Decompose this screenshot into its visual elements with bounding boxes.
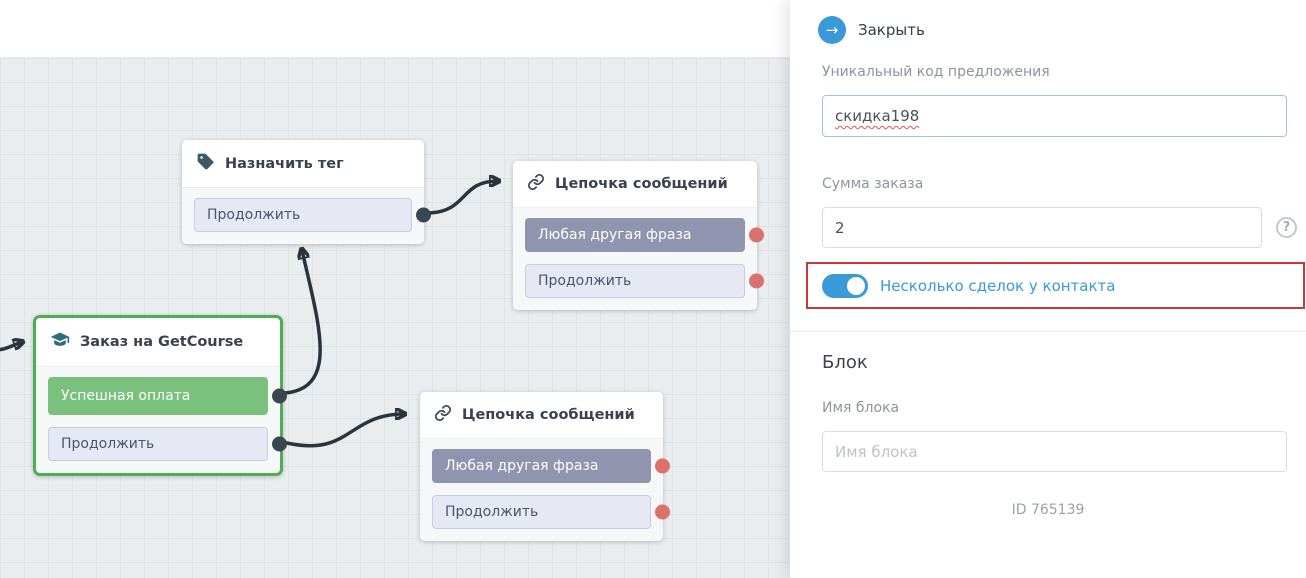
button-label: Продолжить — [538, 273, 632, 289]
node-title: Назначить тег — [225, 155, 344, 172]
multi-deals-toggle-row: Несколько сделок у контакта — [822, 274, 1115, 298]
node-body: Любая другая фраза Продолжить — [513, 207, 764, 310]
node-header: Заказ на GetCourse — [36, 318, 280, 366]
node-header: Цепочка сообщений — [420, 392, 663, 438]
node-action-continue[interactable]: Продолжить — [525, 264, 764, 298]
node-message-chain-bottom[interactable]: Цепочка сообщений Любая другая фраза Про… — [420, 392, 670, 541]
node-action-any-other-phrase[interactable]: Любая другая фраза — [525, 218, 764, 252]
output-port[interactable] — [272, 388, 287, 404]
multi-deals-label: Несколько сделок у контакта — [880, 277, 1116, 295]
button-label: Успешная оплата — [61, 388, 191, 404]
node-action-successful-payment[interactable]: Успешная оплата — [48, 377, 287, 415]
output-port[interactable] — [272, 436, 287, 452]
arrow-right-icon: → — [818, 16, 846, 44]
node-header: Цепочка сообщений — [513, 161, 757, 207]
link-icon — [434, 404, 452, 426]
node-getcourse-order[interactable]: Заказ на GetCourse Успешная оплата Продо… — [33, 315, 287, 476]
close-button[interactable]: → Закрыть — [818, 16, 925, 44]
output-port[interactable] — [749, 273, 764, 289]
block-name-label: Имя блока — [822, 400, 900, 416]
node-title: Заказ на GetCourse — [80, 334, 244, 350]
node-body: Продолжить — [182, 187, 431, 244]
tag-icon — [196, 152, 215, 175]
button-label: Продолжить — [61, 436, 155, 452]
section-divider — [790, 331, 1306, 332]
offer-code-value: скидка198 — [835, 107, 920, 125]
node-action-continue[interactable]: Продолжить — [194, 198, 431, 232]
close-label: Закрыть — [858, 21, 925, 39]
output-port[interactable] — [416, 207, 431, 223]
highlight-rect — [806, 262, 1305, 309]
node-action-continue[interactable]: Продолжить — [48, 427, 287, 461]
node-title: Цепочка сообщений — [462, 407, 635, 423]
node-assign-tag[interactable]: Назначить тег Продолжить — [182, 140, 431, 244]
multi-deals-toggle[interactable] — [822, 274, 868, 298]
button-label: Любая другая фраза — [538, 227, 692, 243]
node-message-chain-top[interactable]: Цепочка сообщений Любая другая фраза Про… — [513, 161, 764, 310]
output-port[interactable] — [655, 458, 670, 474]
block-id-text: ID 765139 — [1011, 502, 1085, 518]
node-body: Любая другая фраза Продолжить — [420, 438, 670, 541]
button-label: Продолжить — [207, 207, 301, 223]
node-action-continue[interactable]: Продолжить — [432, 495, 670, 529]
node-title: Цепочка сообщений — [555, 176, 728, 192]
flow-canvas[interactable]: Назначить тег Продолжить Цепочка сообщен… — [0, 0, 790, 578]
canvas-topbar — [0, 0, 790, 58]
block-name-input[interactable] — [822, 431, 1287, 472]
output-port[interactable] — [655, 504, 670, 520]
link-icon — [527, 173, 545, 195]
offer-code-input[interactable]: скидка198 — [822, 95, 1287, 137]
toggle-knob — [847, 277, 865, 295]
button-label: Любая другая фраза — [445, 458, 599, 474]
node-body: Успешная оплата Продолжить — [36, 366, 287, 473]
settings-panel: → Закрыть Уникальный код предложения ски… — [790, 0, 1306, 578]
node-header: Назначить тег — [182, 140, 424, 187]
offer-code-label: Уникальный код предложения — [822, 64, 1050, 80]
button-label: Продолжить — [445, 504, 539, 520]
order-sum-label: Сумма заказа — [822, 176, 924, 192]
block-section-heading: Блок — [822, 352, 868, 373]
node-action-any-other-phrase[interactable]: Любая другая фраза — [432, 449, 670, 483]
order-sum-input[interactable] — [822, 207, 1262, 248]
output-port[interactable] — [749, 227, 764, 243]
graduation-cap-icon — [50, 330, 70, 354]
help-icon[interactable]: ? — [1276, 217, 1297, 238]
